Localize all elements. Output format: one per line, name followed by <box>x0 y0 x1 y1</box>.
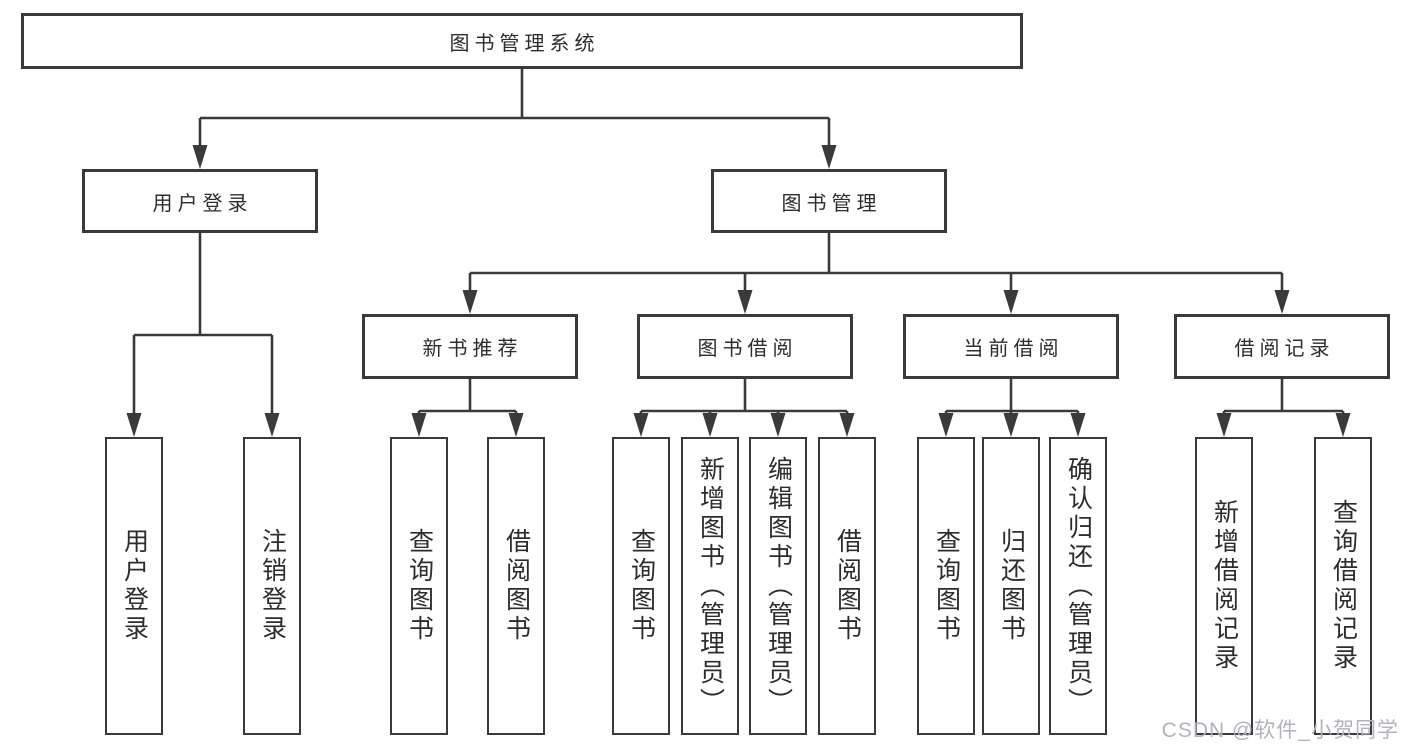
leaf-add-borrow-record: 新增借阅记录 <box>1195 437 1253 735</box>
node-user-login: 用户登录 <box>82 169 318 233</box>
connector-book-management <box>468 233 1284 292</box>
connector-new-book-recommend <box>417 379 518 416</box>
node-borrow-records-label: 借阅记录 <box>1234 338 1335 360</box>
node-book-borrow-label: 图书借阅 <box>697 338 798 360</box>
leaf-borrow-book-recommend-label: 借阅图书 <box>502 528 531 644</box>
connector-current-borrow <box>944 379 1080 416</box>
connector-book-borrow <box>639 379 849 416</box>
leaf-return-book-label: 归还图书 <box>997 528 1026 644</box>
leaf-edit-book-admin: 编辑图书（管理员） <box>749 437 807 735</box>
leaf-query-book-borrow: 查询图书 <box>612 437 670 735</box>
leaf-query-borrow-record-label: 查询借阅记录 <box>1329 499 1358 673</box>
leaf-query-book-current: 查询图书 <box>917 437 975 735</box>
leaf-borrow-book-recommend: 借阅图书 <box>487 437 545 735</box>
connector-user-login <box>132 233 274 416</box>
leaf-user-login: 用户登录 <box>105 437 163 735</box>
node-root: 图书管理系统 <box>21 13 1023 69</box>
leaf-logout-label: 注销登录 <box>258 528 287 644</box>
leaf-return-book: 归还图书 <box>982 437 1040 735</box>
leaf-borrow-book: 借阅图书 <box>818 437 876 735</box>
node-book-management-label: 图书管理 <box>781 192 882 215</box>
arrowheads <box>126 145 1351 437</box>
node-user-login-label: 用户登录 <box>152 192 253 215</box>
node-borrow-records: 借阅记录 <box>1174 314 1390 379</box>
leaf-query-borrow-record: 查询借阅记录 <box>1314 437 1372 735</box>
leaf-borrow-book-label: 借阅图书 <box>833 528 862 644</box>
node-root-label: 图书管理系统 <box>449 32 600 55</box>
connector-root <box>198 69 831 148</box>
connector-borrow-records <box>1222 379 1345 416</box>
leaf-confirm-return-admin-label: 确认归还（管理员） <box>1064 455 1093 717</box>
leaf-edit-book-admin-label: 编辑图书（管理员） <box>764 455 793 717</box>
node-current-borrow: 当前借阅 <box>903 314 1119 379</box>
leaf-confirm-return-admin: 确认归还（管理员） <box>1049 437 1107 735</box>
node-book-management: 图书管理 <box>711 169 947 233</box>
node-new-book-recommend-label: 新书推荐 <box>422 338 523 360</box>
leaf-add-borrow-record-label: 新增借阅记录 <box>1210 499 1239 673</box>
node-new-book-recommend: 新书推荐 <box>362 314 578 379</box>
leaf-add-book-admin-label: 新增图书（管理员） <box>696 455 725 717</box>
leaf-add-book-admin: 新增图书（管理员） <box>681 437 739 735</box>
leaf-query-book-recommend: 查询图书 <box>390 437 448 735</box>
leaf-user-login-label: 用户登录 <box>120 528 149 644</box>
node-current-borrow-label: 当前借阅 <box>963 338 1064 360</box>
watermark: CSDN @软件_小贺同学 <box>1161 719 1399 742</box>
leaf-logout: 注销登录 <box>243 437 301 735</box>
leaf-query-book-current-label: 查询图书 <box>932 528 961 644</box>
node-book-borrow: 图书借阅 <box>637 314 853 379</box>
leaf-query-book-borrow-label: 查询图书 <box>627 528 656 644</box>
leaf-query-book-recommend-label: 查询图书 <box>405 528 434 644</box>
